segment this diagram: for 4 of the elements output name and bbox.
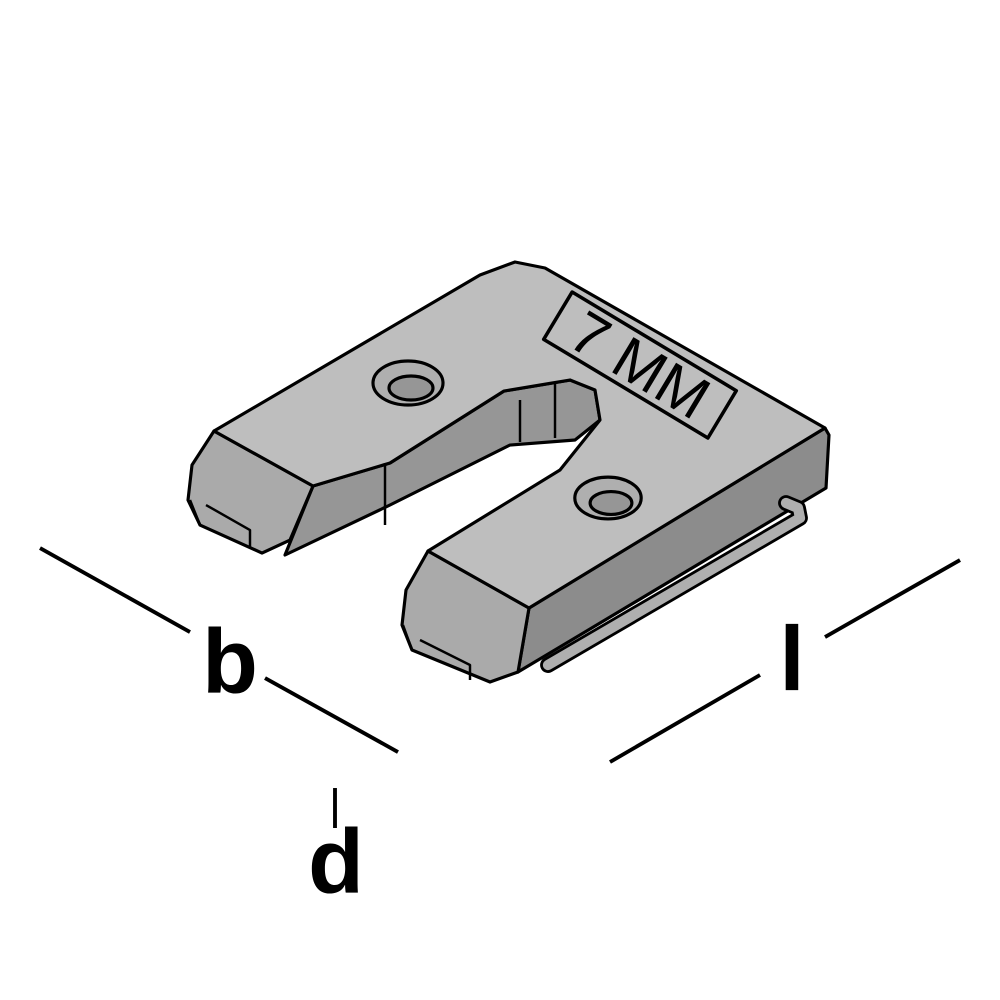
stamped-label: 7 MM (542, 290, 738, 440)
dimension-label: d (312, 826, 358, 894)
dimension-label: b (208, 626, 254, 694)
dimension-label: l (786, 624, 798, 690)
